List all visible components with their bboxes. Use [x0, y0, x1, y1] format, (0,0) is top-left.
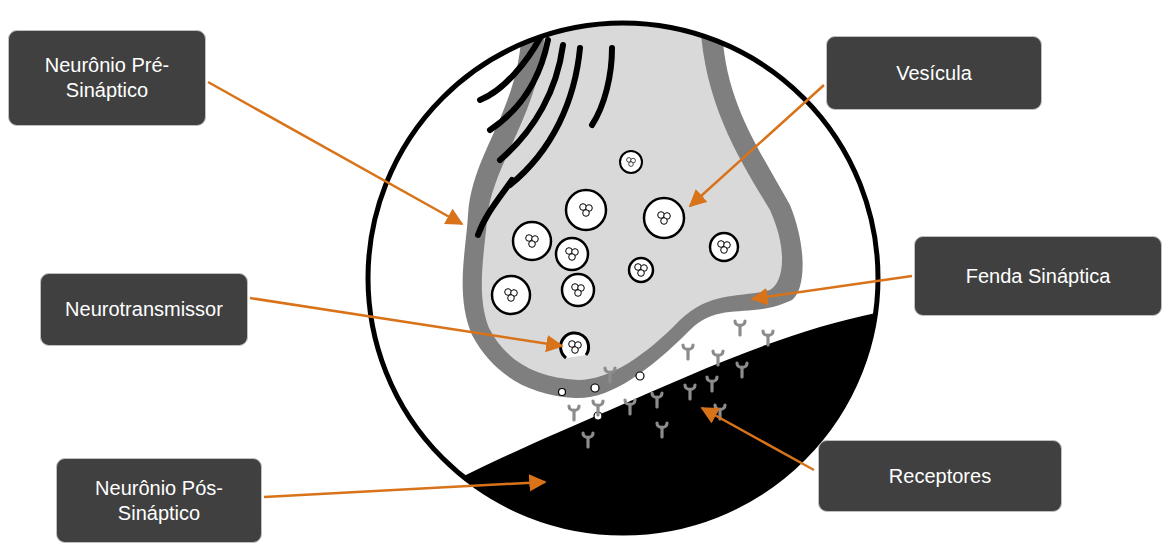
- callout-box: Neurônio Pré- Sináptico: [8, 30, 206, 126]
- neurotransmitters: [559, 372, 645, 420]
- callout-box: Neurotransmissor: [40, 273, 248, 346]
- callout-label: Fenda Sináptica: [954, 264, 1123, 289]
- zoom-circle: [368, 23, 878, 533]
- callout-label: Neurônio Pré- Sináptico: [15, 53, 199, 103]
- callout-box: Receptores: [818, 440, 1062, 512]
- receptors: [569, 321, 773, 447]
- callout-box: Neurônio Pós- Sináptico: [56, 458, 262, 543]
- callout-box: Fenda Sináptica: [914, 236, 1162, 316]
- callout-label: Neurotransmissor: [53, 297, 235, 322]
- callout-label: Neurônio Pós- Sináptico: [67, 476, 251, 526]
- presynaptic-terminal: [482, 20, 782, 380]
- leader-lines: [208, 82, 912, 497]
- presynaptic-membrane: [463, 20, 803, 398]
- callout-label: Receptores: [877, 464, 1003, 489]
- vesicles: [492, 151, 738, 358]
- filaments: [478, 38, 612, 235]
- callout-label: Vesícula: [884, 61, 984, 86]
- callout-box: Vesícula: [826, 36, 1042, 110]
